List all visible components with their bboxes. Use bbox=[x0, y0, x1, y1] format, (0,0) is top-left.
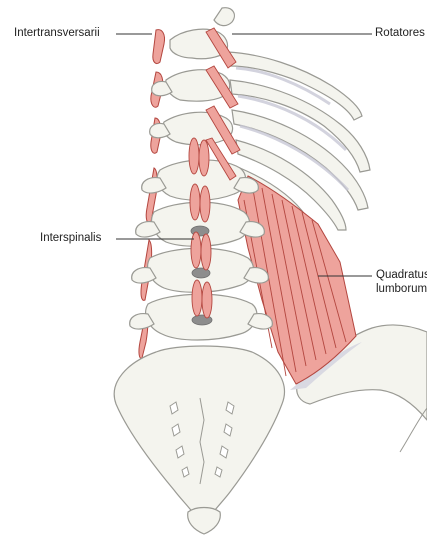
coccyx bbox=[188, 508, 221, 535]
label-quadratus-lumborum-line1: Quadratus bbox=[376, 269, 427, 282]
label-quadratus-lumborum-line2: lumborum bbox=[376, 283, 427, 296]
interspinalis-segment bbox=[202, 282, 212, 318]
interspinalis-segment bbox=[189, 138, 199, 174]
interspinalis-segment bbox=[190, 184, 200, 220]
label-rotatores: Rotatores bbox=[375, 27, 425, 40]
sacrum-bone bbox=[114, 346, 284, 514]
label-interspinalis: Interspinalis bbox=[40, 232, 101, 245]
interspinalis-segment bbox=[192, 280, 202, 316]
iliac-line bbox=[400, 408, 427, 452]
interspinalis-segment bbox=[200, 186, 210, 222]
intertransversarii-segment bbox=[153, 30, 165, 64]
label-intertransversarii: Intertransversarii bbox=[14, 27, 100, 40]
interspinalis-segment bbox=[201, 234, 211, 270]
spinous-process bbox=[214, 8, 234, 26]
interspinalis-segment bbox=[191, 232, 201, 268]
interspinalis-segment bbox=[199, 140, 209, 176]
sacrum bbox=[114, 346, 284, 534]
